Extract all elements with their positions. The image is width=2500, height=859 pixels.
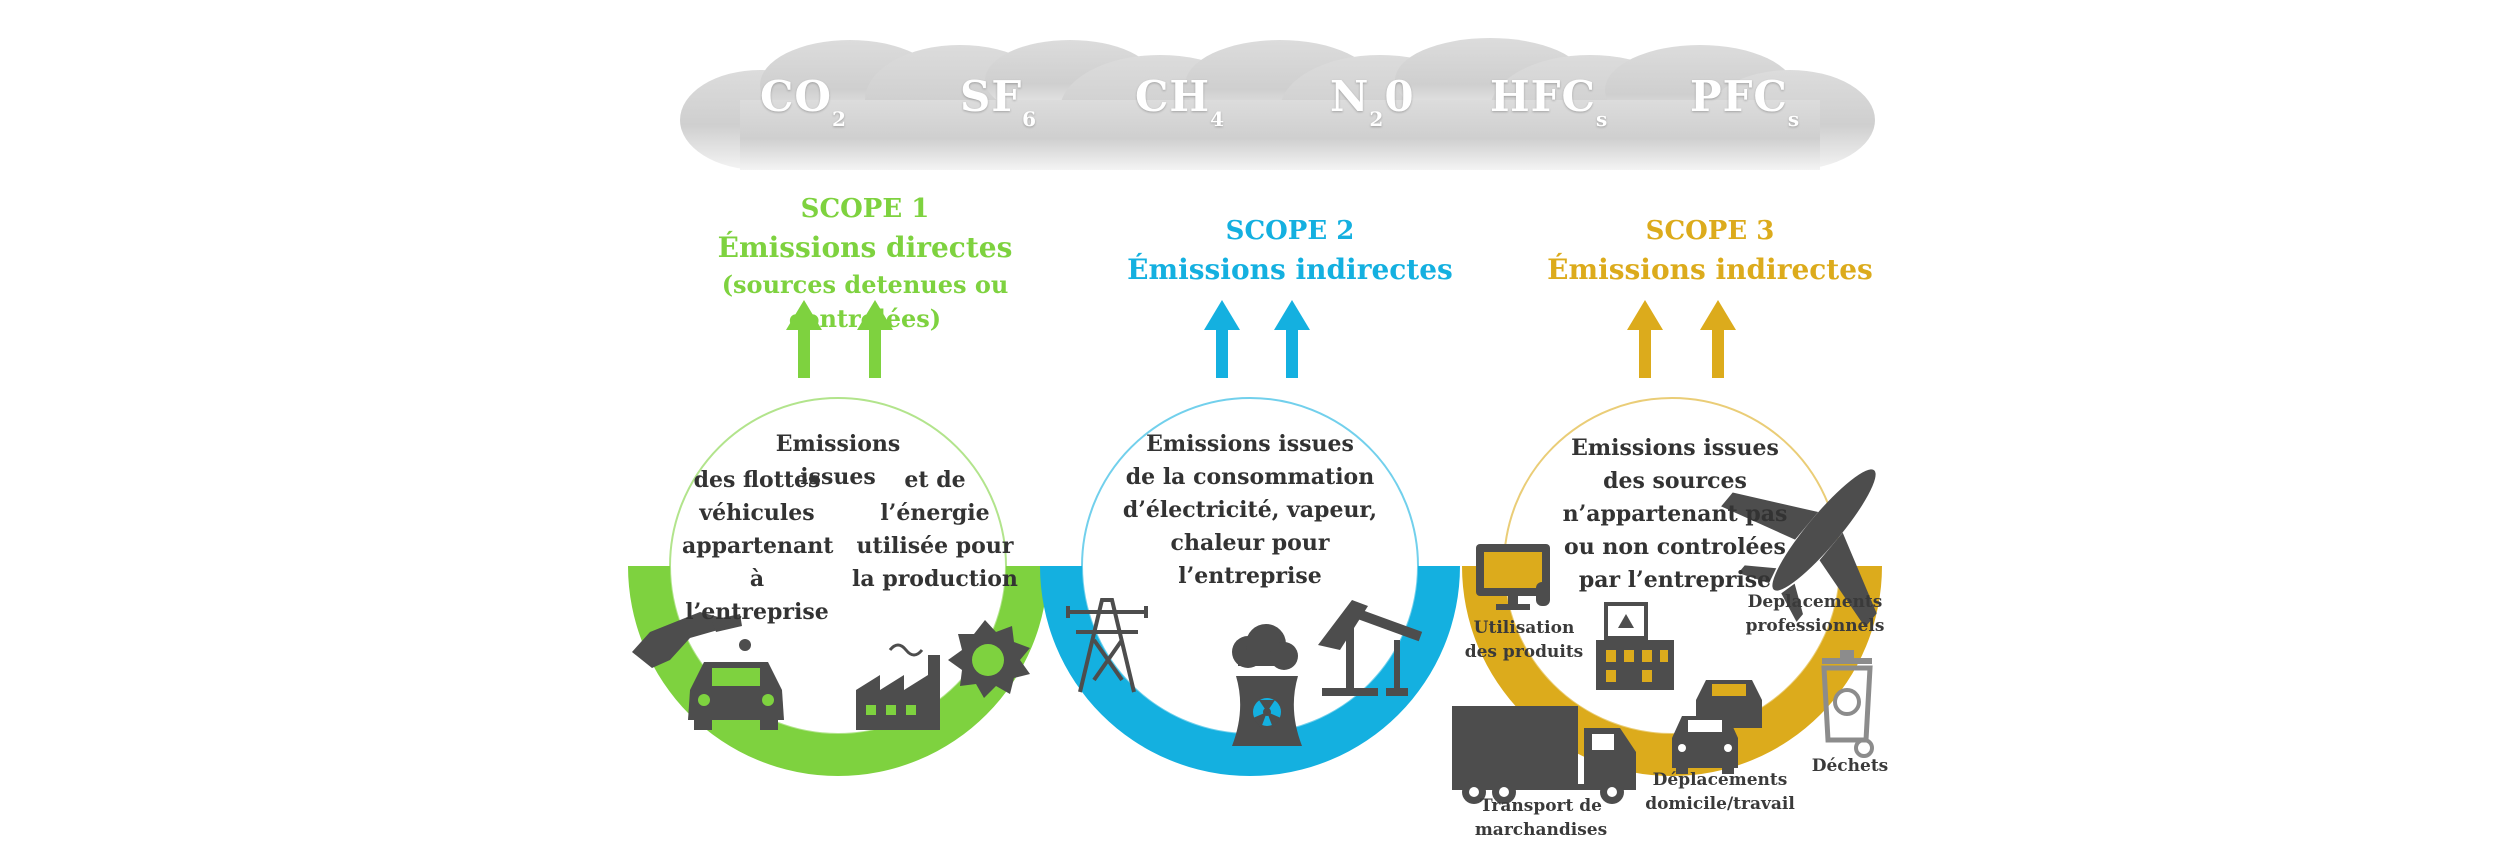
text-line: et de [904, 467, 966, 493]
gas-formula: CO [760, 72, 833, 121]
gas-formula: N [1330, 72, 1370, 121]
text-line: véhicules [699, 500, 815, 526]
text-line: par l’entreprise [1578, 567, 1772, 593]
up-arrow-icon [1700, 300, 1736, 378]
scope1-arrows [786, 300, 893, 378]
scope3-heading: SCOPE 3 Émissions indirectes [1500, 212, 1920, 290]
gas-subscript: 6 [1022, 107, 1038, 132]
gas-formula: HFC [1490, 72, 1596, 121]
gas-subscript: s [1595, 107, 1609, 132]
computer-monitor-icon [1476, 544, 1550, 610]
text-line: des sources [1603, 468, 1747, 494]
label-product-use: Utilisation des produits [1444, 616, 1604, 664]
up-arrow-icon [1627, 300, 1663, 378]
scope2-title: SCOPE 2 [1225, 216, 1355, 246]
label-line: domicile/travail [1645, 794, 1795, 814]
scope1-heading-text: Emissions issues [775, 431, 901, 490]
cloud-icon [1232, 624, 1298, 670]
power-pylon-icon [1066, 598, 1148, 693]
gas-label: PFCs [1690, 72, 1800, 131]
scope2-subtitle: Émissions indirectes [1127, 253, 1453, 286]
saw-blade-icon [948, 620, 1030, 698]
text-line: utilisée pour [856, 533, 1014, 559]
label-commuting: Déplacements domicile/travail [1630, 768, 1810, 816]
gas-subscript: 2 [832, 107, 847, 132]
scope3-title: SCOPE 3 [1645, 216, 1775, 246]
text-line: l’entreprise [685, 599, 829, 625]
up-arrow-icon [786, 300, 822, 378]
gas-formula-tail: 0 [1384, 72, 1415, 121]
gas-cloud [680, 38, 1875, 170]
truck-icon [1452, 706, 1636, 804]
label-line: Déplacements [1652, 770, 1788, 790]
gas-formula: CH [1135, 72, 1211, 121]
factory-icon [856, 643, 940, 730]
scope1-title: SCOPE 1 [800, 194, 930, 224]
scope1-subtitle: Émissions directes [717, 231, 1013, 264]
fuel-nozzle-icon [632, 612, 751, 668]
text-line: des flottes [693, 467, 821, 493]
text-line: l’énergie [880, 500, 990, 526]
label-line: Transport de [1480, 796, 1602, 816]
gas-label: CH4 [1135, 72, 1225, 131]
label-line: marchandises [1474, 820, 1608, 840]
label-business-travel: Deplacements professionnels [1730, 590, 1900, 638]
label-freight-transport: Transport de marchandises [1456, 794, 1626, 842]
label-line: Déchets [1811, 756, 1889, 776]
cars-icon [1672, 680, 1762, 774]
text-line: la production [852, 566, 1018, 592]
recycling-bin-icon [1821, 650, 1874, 758]
up-arrow-icon [1274, 300, 1310, 378]
gas-label: SF6 [960, 72, 1037, 131]
text-line: chaleur pour l’entreprise [1170, 530, 1330, 589]
scope2-description: Emissions issues de la consommation d’élec… [1100, 428, 1400, 593]
text-line: ou non controlées [1564, 534, 1786, 560]
scope1-ring [628, 397, 1048, 776]
text-line: d’électricité, vapeur, [1122, 497, 1378, 523]
gas-subscript: 2 [1369, 107, 1385, 132]
label-line: Deplacements [1747, 592, 1883, 612]
scope1-right-text: et de l’énergie utilisée pour la production [850, 464, 1020, 596]
text-line: de la consommation [1125, 464, 1375, 490]
scope2-heading: SCOPE 2 Émissions indirectes [1080, 212, 1500, 290]
gas-formula: SF [960, 72, 1023, 121]
scope3-arrows [1627, 300, 1736, 378]
scope2-arrows [1204, 300, 1310, 378]
label-line: professionnels [1745, 616, 1885, 636]
scope1-left-text: des flottes véhicules appartenant à l’entre… [682, 464, 834, 629]
label-line: des produits [1464, 642, 1584, 662]
text-line: n’appartenant pas [1562, 501, 1788, 527]
gas-subscript: 4 [1210, 107, 1226, 132]
label-waste: Déchets [1790, 754, 1910, 778]
gas-label: N20 [1330, 72, 1415, 131]
oil-pump-icon [1318, 600, 1423, 696]
scope3-description: Emissions issues des sources n’appartenant… [1540, 432, 1810, 597]
up-arrow-icon [857, 300, 893, 378]
text-line: Emissions issues [1146, 431, 1354, 457]
label-line: Utilisation [1473, 618, 1575, 638]
gas-label: HFCs [1490, 72, 1608, 131]
airplane-icon [1721, 469, 1877, 628]
recycling-building-icon [1596, 602, 1674, 690]
text-line: Emissions issues [1571, 435, 1779, 461]
gas-subscript: s [1787, 107, 1801, 132]
gas-label: CO2 [760, 72, 847, 131]
up-arrow-icon [1204, 300, 1240, 378]
gas-formula: PFC [1690, 72, 1788, 121]
text-line: appartenant à [682, 533, 834, 592]
nuclear-plant-icon [1232, 676, 1302, 746]
scope3-subtitle: Émissions indirectes [1547, 253, 1873, 286]
car-icon [688, 662, 784, 730]
